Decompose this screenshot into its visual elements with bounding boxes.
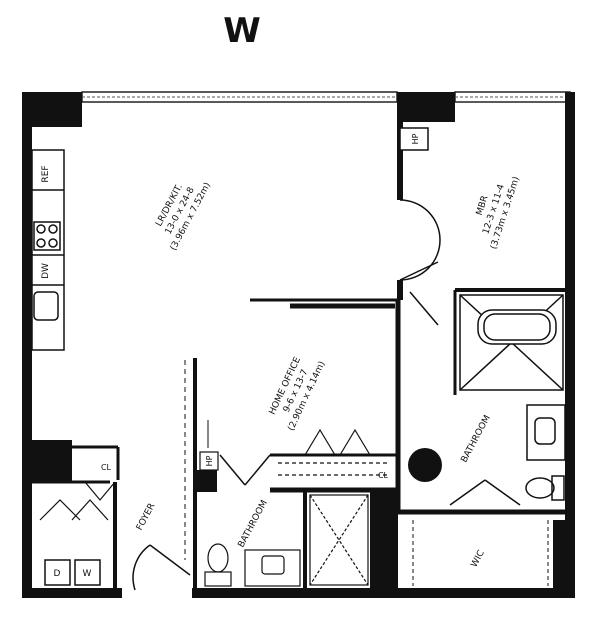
small-bath-vanity [244,549,301,587]
kitchen-counter [31,149,65,351]
small-bath-toilet [204,543,232,587]
dryer-label: D [54,569,61,579]
wic-label: WIC [470,549,487,569]
hp-unit-top [399,127,429,151]
mbr-door [399,199,441,281]
washer-dryer [44,559,101,586]
master-vanity [526,404,566,461]
office-door [219,454,271,486]
ref-label: REF [41,165,51,182]
top-windows [81,91,571,103]
hp-office-label: HP [205,455,214,466]
entry-door [132,544,191,591]
washer-label: W [83,569,92,579]
hp-unit-office [199,451,219,471]
small-bath-label: BATHROOM [237,499,270,550]
compass-label: W [223,11,261,51]
mbr-label: MBR 12-3 x 11-4 (3.73m x 3.45m) [475,176,522,251]
hp-top-label: HP [411,133,420,144]
living-room-label: LR/DR/KIT. 13-0 x 24-8 (3.96m x 7.52m) [154,181,213,253]
office-closet-label: CL [378,471,389,480]
exterior-walls [22,92,575,598]
master-toilet [525,475,565,501]
office-label: HOME OFFICE 9-6 x 13-7 (2.90m x 4.14m) [268,355,328,432]
office-closet [278,428,390,476]
master-bath-door [409,291,521,506]
structural-columns [195,470,565,595]
foyer-closet-door [39,481,116,521]
foyer-closet-label: CL [101,463,112,472]
small-bath-shower [309,494,369,586]
dw-label: DW [41,263,51,279]
column-round [408,448,442,482]
master-bath-label: BATHROOM [460,414,493,465]
foyer-label: FOYER [135,502,158,532]
wic-rods [412,520,549,586]
master-tub [459,294,564,391]
